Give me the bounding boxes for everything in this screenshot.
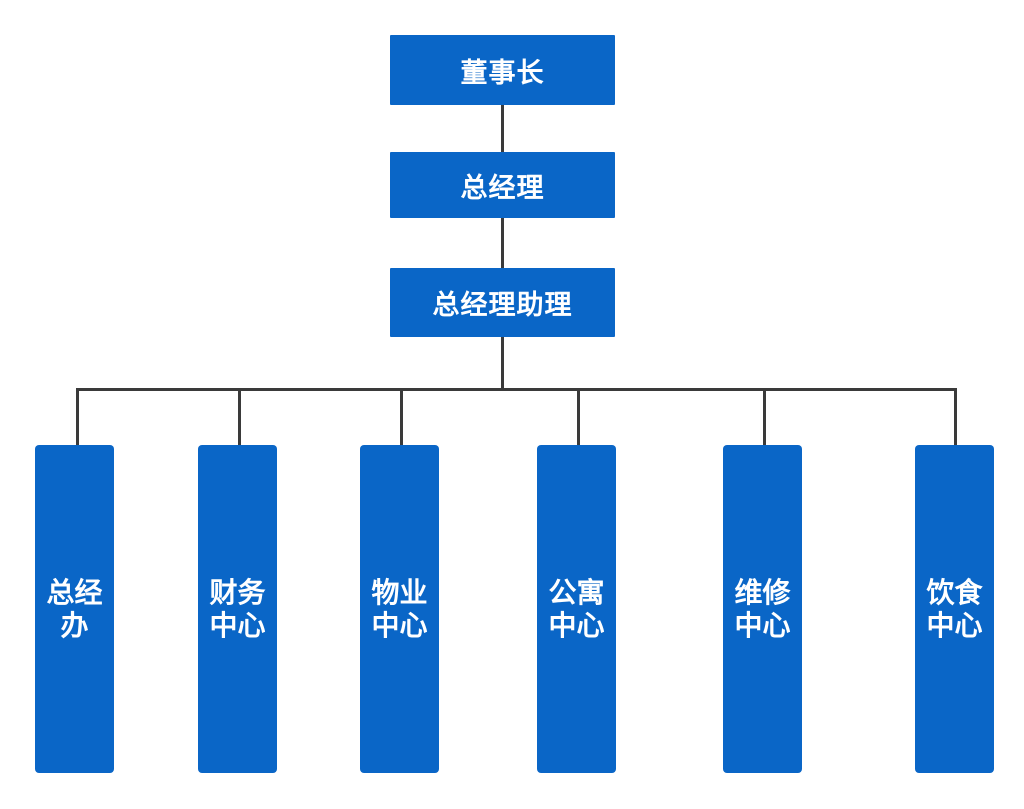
connector-drop-maintenance-center [763, 388, 766, 445]
node-apartment-center[interactable]: 公寓中心 [537, 445, 616, 773]
node-general-manager-assistant-label: 总经理助理 [432, 290, 573, 321]
node-chairman-label: 董事长 [460, 57, 545, 89]
node-property-center-label: 物业中心 [371, 575, 428, 642]
connector-drop-property-center [400, 388, 403, 445]
connector-chairman-to-general-manager [501, 105, 504, 152]
node-catering-center[interactable]: 饮食中心 [915, 445, 994, 773]
connector-drop-catering-center [954, 388, 957, 445]
node-maintenance-center[interactable]: 维修中心 [723, 445, 802, 773]
node-general-manager-label: 总经理 [460, 172, 545, 204]
connector-assistant-to-bus [501, 337, 504, 389]
node-finance-center[interactable]: 财务中心 [198, 445, 277, 773]
node-maintenance-center-label: 维修中心 [734, 575, 791, 642]
node-general-office-label: 总经办 [46, 575, 103, 642]
node-catering-center-label: 饮食中心 [926, 575, 983, 642]
node-chairman[interactable]: 董事长 [390, 35, 615, 105]
connector-drop-apartment-center [577, 388, 580, 445]
node-general-manager-assistant[interactable]: 总经理助理 [390, 268, 615, 337]
connector-drop-finance-center [238, 388, 241, 445]
node-general-manager[interactable]: 总经理 [390, 152, 615, 218]
node-property-center[interactable]: 物业中心 [360, 445, 439, 773]
connector-general-manager-to-assistant [501, 218, 504, 268]
node-apartment-center-label: 公寓中心 [548, 575, 605, 642]
node-general-office[interactable]: 总经办 [35, 445, 114, 773]
node-finance-center-label: 财务中心 [209, 575, 266, 642]
connector-horizontal-bus [76, 388, 957, 391]
connector-drop-general-office [76, 388, 79, 445]
